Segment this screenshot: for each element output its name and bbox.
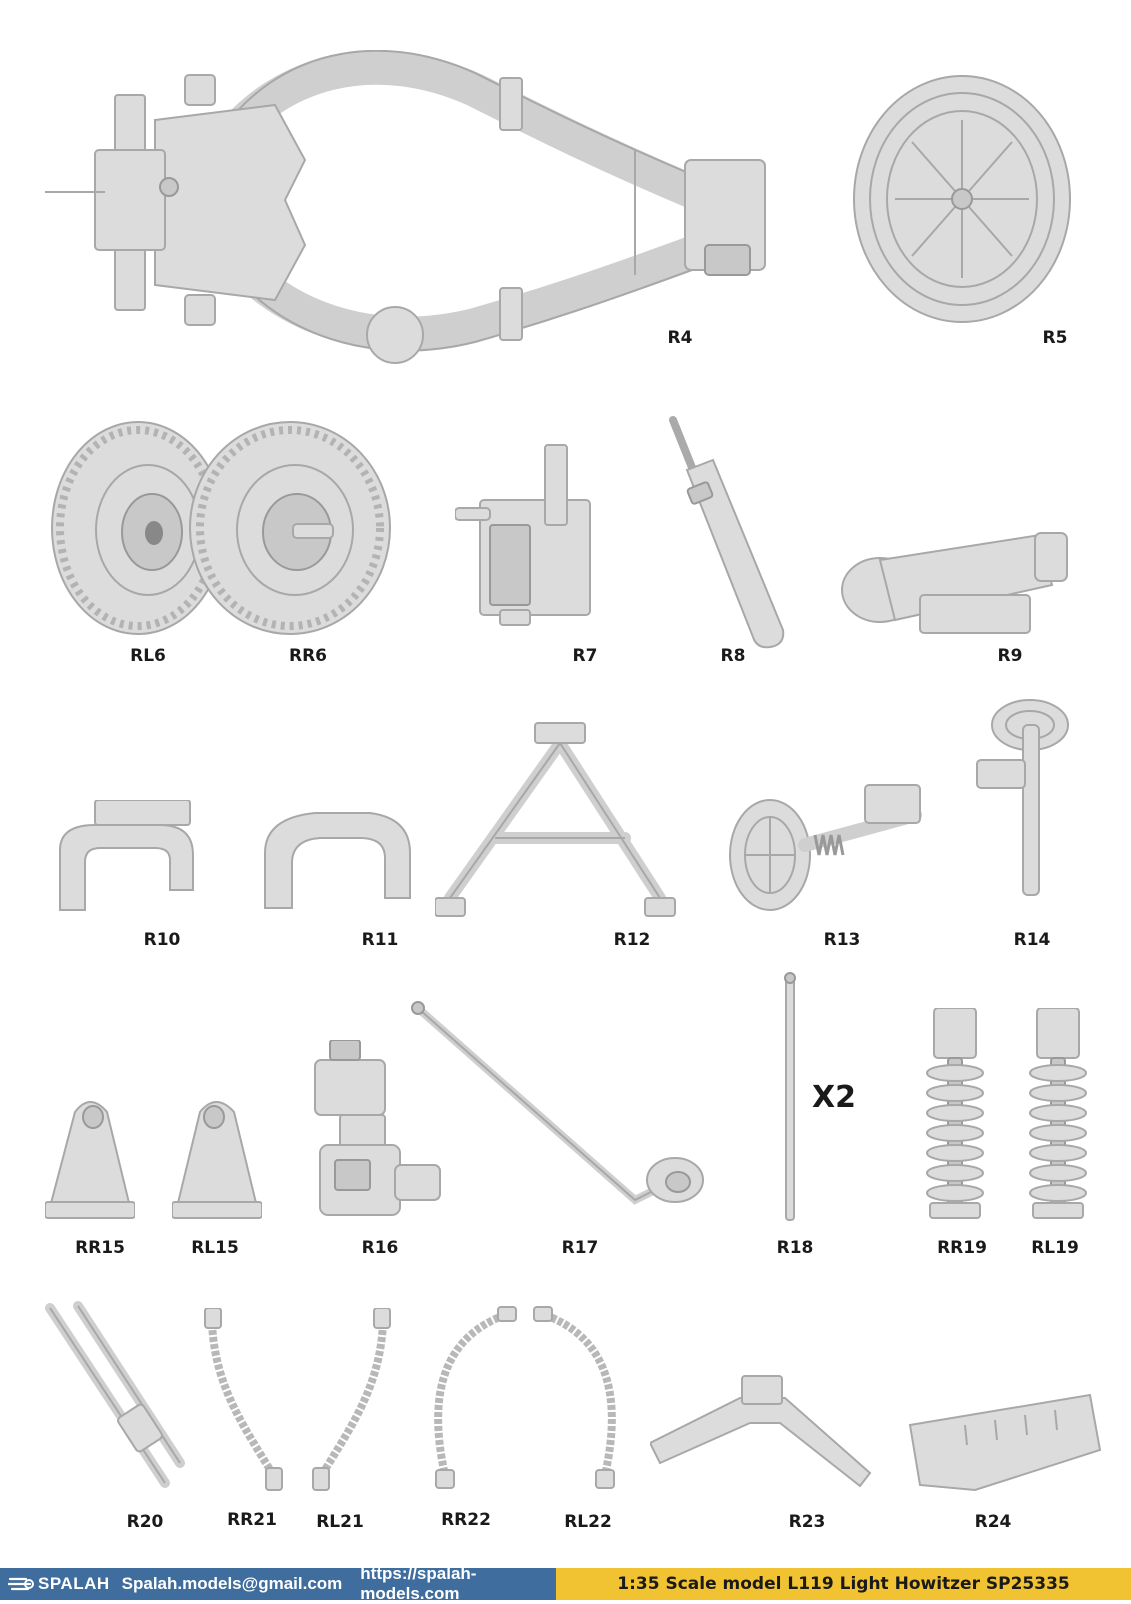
part-r14-illustration xyxy=(975,695,1085,905)
part-label-r10: R10 xyxy=(143,930,181,950)
part-r8-illustration xyxy=(665,415,795,655)
part-label-rr22: RR22 xyxy=(441,1510,491,1530)
part-label-rl22: RL22 xyxy=(564,1512,612,1532)
part-r12-illustration xyxy=(435,718,685,933)
part-label-r18: R18 xyxy=(776,1238,814,1258)
part-rl15-illustration xyxy=(172,1092,262,1222)
part-r16-illustration xyxy=(305,1040,450,1220)
part-r24-illustration xyxy=(905,1390,1105,1495)
part-rl19-illustration xyxy=(1025,1008,1090,1223)
part-label-rr6: RR6 xyxy=(288,646,328,666)
parts-sheet: R4 R5 RL6 xyxy=(40,50,1105,1532)
part-label-rl6: RL6 xyxy=(130,646,166,666)
part-rl21-illustration xyxy=(305,1308,395,1493)
part-r5-illustration xyxy=(850,72,1075,327)
r18-quantity: X2 xyxy=(812,1080,857,1115)
footer-contact: SPALAH Spalah.models@gmail.com https://s… xyxy=(0,1564,556,1603)
footer-email[interactable]: Spalah.models@gmail.com xyxy=(121,1574,343,1593)
part-label-r16: R16 xyxy=(361,1238,399,1258)
brand-name: SPALAH xyxy=(38,1574,110,1593)
part-r20-illustration xyxy=(40,1298,190,1498)
part-label-rr15: RR15 xyxy=(75,1238,125,1258)
part-rr6-illustration xyxy=(185,418,395,638)
footer-bar: SPALAH Spalah.models@gmail.com https://s… xyxy=(0,1564,1131,1603)
part-r11-illustration xyxy=(260,808,415,913)
part-label-r24: R24 xyxy=(974,1512,1012,1532)
part-r9-illustration xyxy=(840,525,1075,655)
part-label-r8: R8 xyxy=(720,646,746,666)
part-rl6-illustration xyxy=(48,418,228,638)
part-label-r5: R5 xyxy=(1042,328,1068,348)
part-label-r4: R4 xyxy=(667,328,693,348)
part-label-r13: R13 xyxy=(823,930,861,950)
part-r10-illustration xyxy=(55,800,200,920)
part-r13-illustration xyxy=(725,775,935,920)
brand-logo: SPALAH xyxy=(8,1574,110,1594)
part-label-r14: R14 xyxy=(1013,930,1051,950)
footer-url[interactable]: https://spalah-models.com xyxy=(360,1564,477,1603)
part-label-r9: R9 xyxy=(997,646,1023,666)
part-label-rl19: RL19 xyxy=(1031,1238,1079,1258)
part-label-r23: R23 xyxy=(788,1512,826,1532)
part-label-r17: R17 xyxy=(561,1238,599,1258)
part-rr22-illustration xyxy=(420,1305,520,1490)
part-rr21-illustration xyxy=(200,1308,290,1493)
part-rr19-illustration xyxy=(922,1008,987,1223)
part-label-r20: R20 xyxy=(126,1512,164,1532)
part-r18-illustration xyxy=(780,970,800,1225)
part-label-r11: R11 xyxy=(361,930,399,950)
part-r17-illustration xyxy=(410,1000,715,1230)
part-label-r12: R12 xyxy=(613,930,651,950)
part-rr15-illustration xyxy=(45,1092,135,1222)
part-rl22-illustration xyxy=(530,1305,630,1490)
part-label-rl21: RL21 xyxy=(316,1512,364,1532)
part-label-rl15: RL15 xyxy=(191,1238,239,1258)
part-label-rr19: RR19 xyxy=(937,1238,987,1258)
part-r7-illustration xyxy=(455,440,605,630)
part-r23-illustration xyxy=(650,1368,875,1493)
brand-swoosh-icon xyxy=(8,1577,34,1591)
part-label-rr21: RR21 xyxy=(227,1510,277,1530)
footer-product-title: 1:35 Scale model L119 Light Howitzer SP2… xyxy=(556,1568,1131,1600)
part-r4-illustration xyxy=(45,50,785,370)
part-label-r7: R7 xyxy=(572,646,598,666)
